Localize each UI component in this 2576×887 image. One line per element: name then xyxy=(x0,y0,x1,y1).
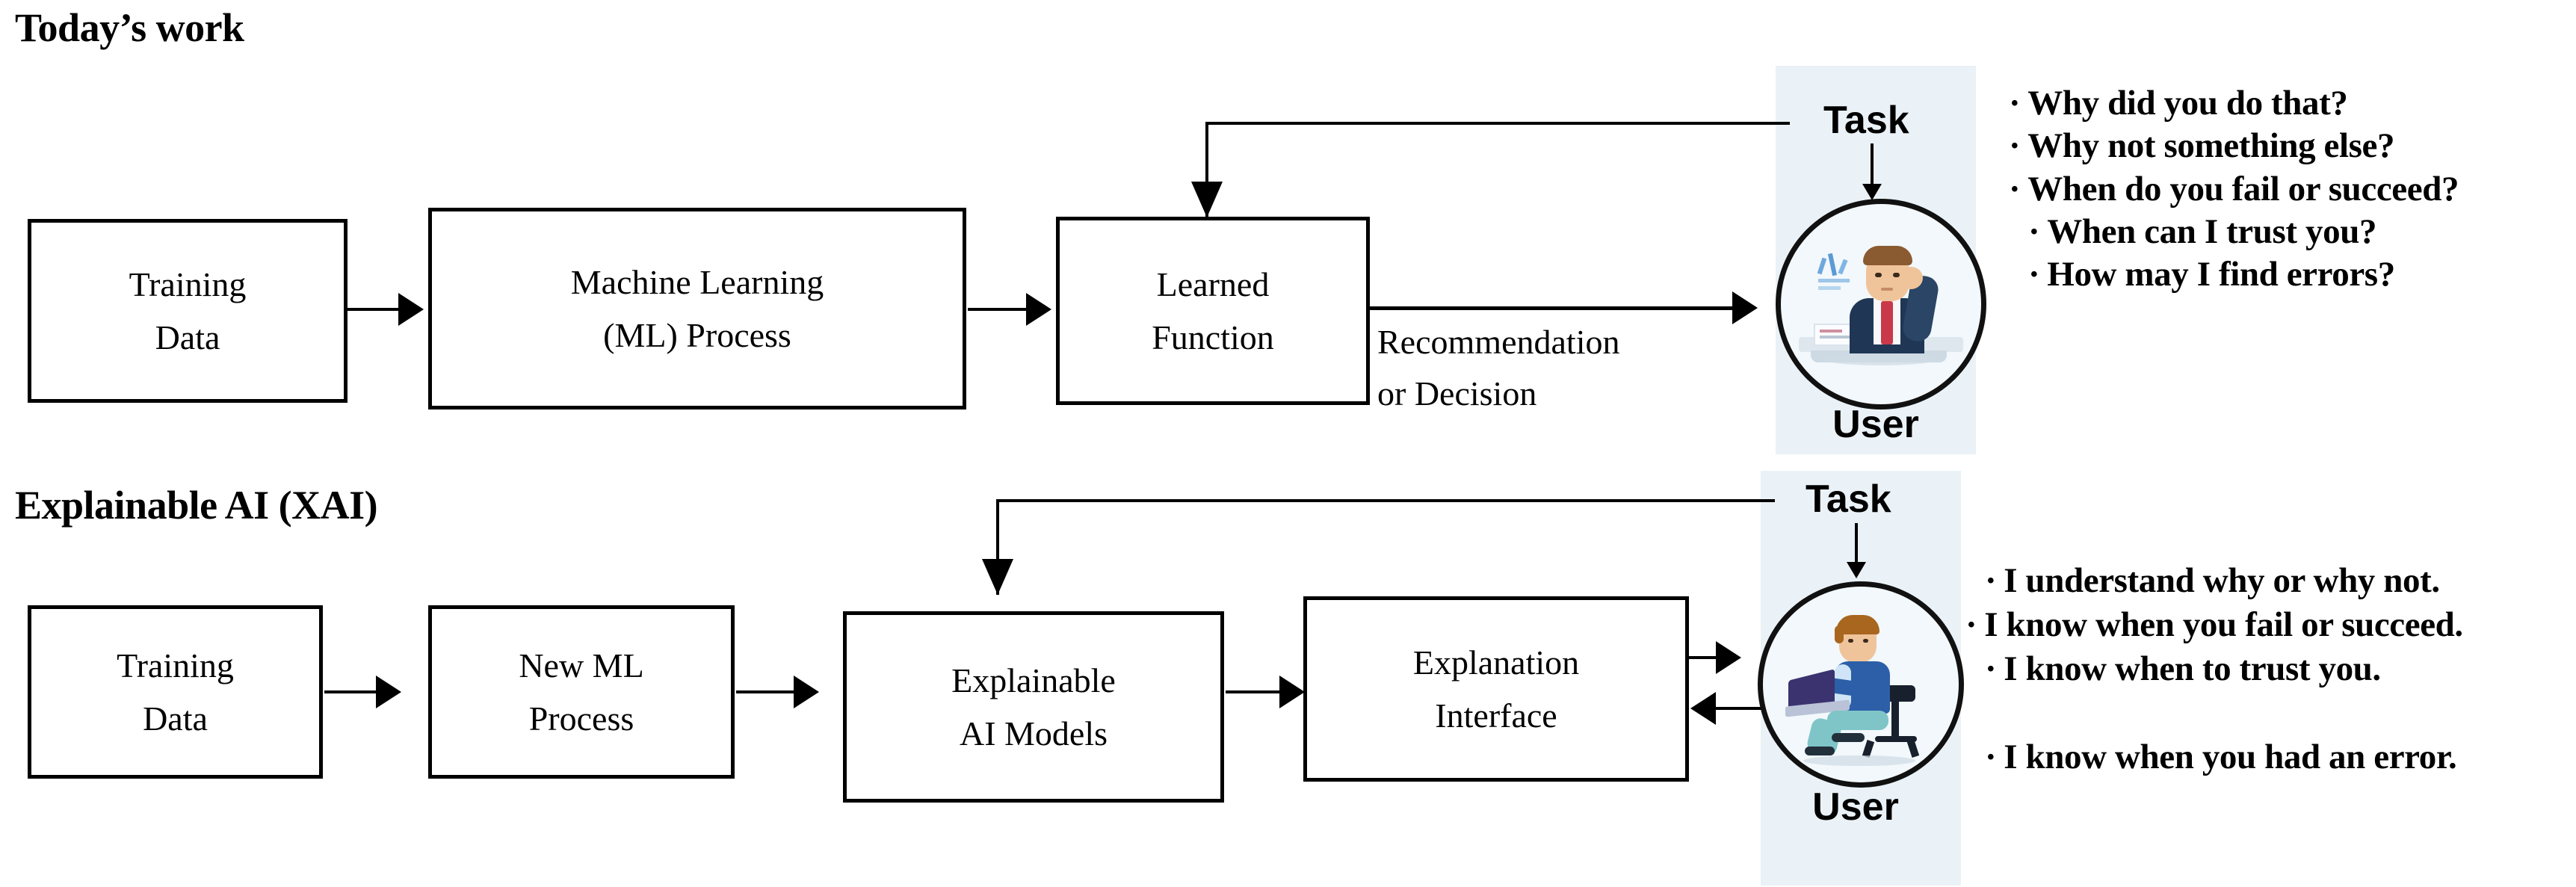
list-item: · I know when to trust you. xyxy=(1965,647,2463,691)
bullet-dot-icon: · xyxy=(2028,255,2040,294)
list-item: · Why not something else? xyxy=(2009,125,2459,167)
box-line: New ML xyxy=(519,646,644,684)
box-learned-function: Learned Function xyxy=(1056,217,1370,405)
user-circle-2 xyxy=(1758,581,1964,788)
list-item-text: I know when you fail or succeed. xyxy=(1984,605,2463,645)
box-line: AI Models xyxy=(959,714,1108,752)
task-feedback-vertical-2 xyxy=(996,499,999,595)
box-line: (ML) Process xyxy=(603,316,791,354)
arrow-head-user-to-ei xyxy=(1690,692,1716,725)
arrow-shaft-eai-to-ei xyxy=(1226,690,1284,693)
bullet-dot-icon: · xyxy=(2009,126,2021,166)
task-feedback-horizontal-1 xyxy=(1205,122,1790,125)
box-line: Interface xyxy=(1435,696,1557,735)
box-explainable-ai-models: Explainable AI Models xyxy=(843,611,1224,803)
list-item-text: When do you fail or succeed? xyxy=(2027,169,2459,208)
task-label-2: Task xyxy=(1806,478,1891,521)
box-line: Learned xyxy=(1156,265,1270,303)
arrow-head-nml-to-eai xyxy=(794,676,819,708)
bullet-dot-icon: · xyxy=(1965,605,1977,645)
list-item-text: Why did you do that? xyxy=(2027,84,2348,123)
edge-label-line: Recommendation xyxy=(1377,323,1620,361)
task-to-user-arrowhead-1 xyxy=(1862,184,1882,200)
bullet-dot-icon: · xyxy=(1985,649,1997,689)
list-item: · When can I trust you? xyxy=(2009,211,2459,253)
arrow-shaft-td-to-ml xyxy=(348,308,401,311)
list-item: · I know when you had an error. xyxy=(1965,735,2463,779)
user-label-1: User xyxy=(1832,403,1919,446)
box-line: Training xyxy=(117,646,234,684)
list-item: · I know when you fail or succeed. xyxy=(1965,603,2463,647)
list-item-text: Why not something else? xyxy=(2027,126,2395,166)
arrow-shaft-ml-to-lf xyxy=(968,308,1029,311)
task-feedback-arrowhead-1 xyxy=(1191,182,1223,217)
box-line: Process xyxy=(528,699,634,738)
list-item-text: How may I find errors? xyxy=(2047,255,2395,294)
box-training-data-1: Training Data xyxy=(28,219,348,403)
businessman-confused-icon xyxy=(1781,204,1981,404)
box-line: Data xyxy=(155,318,220,356)
list-item-text: I know when you had an error. xyxy=(2004,738,2457,777)
arrow-shaft-user-to-ei xyxy=(1714,707,1764,710)
box-line: Function xyxy=(1152,318,1274,356)
list-item: · I understand why or why not. xyxy=(1965,559,2463,603)
task-feedback-arrowhead-2 xyxy=(982,559,1013,595)
arrow-head-eai-to-ei xyxy=(1279,676,1305,708)
arrow-head-td-to-ml xyxy=(398,293,424,326)
arrow-head-ei-to-user xyxy=(1716,641,1741,674)
bullet-dot-icon: · xyxy=(1985,561,1997,600)
box-line: Explanation xyxy=(1412,643,1580,682)
task-to-user-arrowhead-2 xyxy=(1847,562,1866,578)
arrow-head-lf-to-user xyxy=(1732,291,1758,324)
edge-label-line: or Decision xyxy=(1377,374,1537,412)
edge-label-recommendation: Recommendation or Decision xyxy=(1377,316,1619,419)
box-training-data-2: Training Data xyxy=(28,605,323,779)
box-new-ml-process: New ML Process xyxy=(428,605,735,779)
task-feedback-vertical-1 xyxy=(1205,122,1208,217)
box-line: Data xyxy=(143,699,208,738)
bullet-dot-icon: · xyxy=(2028,211,2040,251)
question-list-today: · Why did you do that? · Why not somethi… xyxy=(2009,82,2459,297)
user-label-2: User xyxy=(1812,785,1899,829)
list-item: · Why did you do that? xyxy=(2009,82,2459,125)
arrow-head-ml-to-lf xyxy=(1026,293,1051,326)
list-item-text: I understand why or why not. xyxy=(2004,561,2440,600)
task-feedback-horizontal-2 xyxy=(996,499,1775,502)
box-line: Machine Learning xyxy=(570,262,824,301)
box-line: Training xyxy=(129,265,247,303)
list-item-text: I know when to trust you. xyxy=(2004,649,2381,689)
person-at-laptop-icon xyxy=(1763,587,1959,782)
section-heading-xai: Explainable AI (XAI) xyxy=(15,483,378,528)
task-to-user-shaft-1 xyxy=(1871,143,1874,190)
arrow-shaft-nml-to-eai xyxy=(736,690,796,693)
bullet-dot-icon: · xyxy=(1985,738,1997,777)
statement-list-xai: · I understand why or why not. · I know … xyxy=(1965,559,2463,780)
user-circle-1 xyxy=(1776,199,1986,409)
task-label-1: Task xyxy=(1823,99,1909,142)
arrow-head-td2-to-nml xyxy=(376,676,401,708)
bullet-dot-icon: · xyxy=(2009,169,2021,208)
box-explanation-interface: Explanation Interface xyxy=(1303,596,1689,782)
arrow-shaft-ei-to-user xyxy=(1689,656,1738,659)
section-heading-today: Today’s work xyxy=(15,5,244,50)
list-item: · When do you fail or succeed? xyxy=(2009,168,2459,211)
arrow-shaft-td2-to-nml xyxy=(324,690,378,693)
list-item: · How may I find errors? xyxy=(2009,253,2459,296)
list-item-text: When can I trust you? xyxy=(2047,211,2377,251)
arrow-shaft-lf-to-user xyxy=(1370,306,1743,310)
bullet-dot-icon: · xyxy=(2009,84,2021,123)
task-to-user-shaft-2 xyxy=(1855,523,1858,568)
box-line: Explainable xyxy=(951,661,1116,699)
box-ml-process: Machine Learning (ML) Process xyxy=(428,208,966,409)
